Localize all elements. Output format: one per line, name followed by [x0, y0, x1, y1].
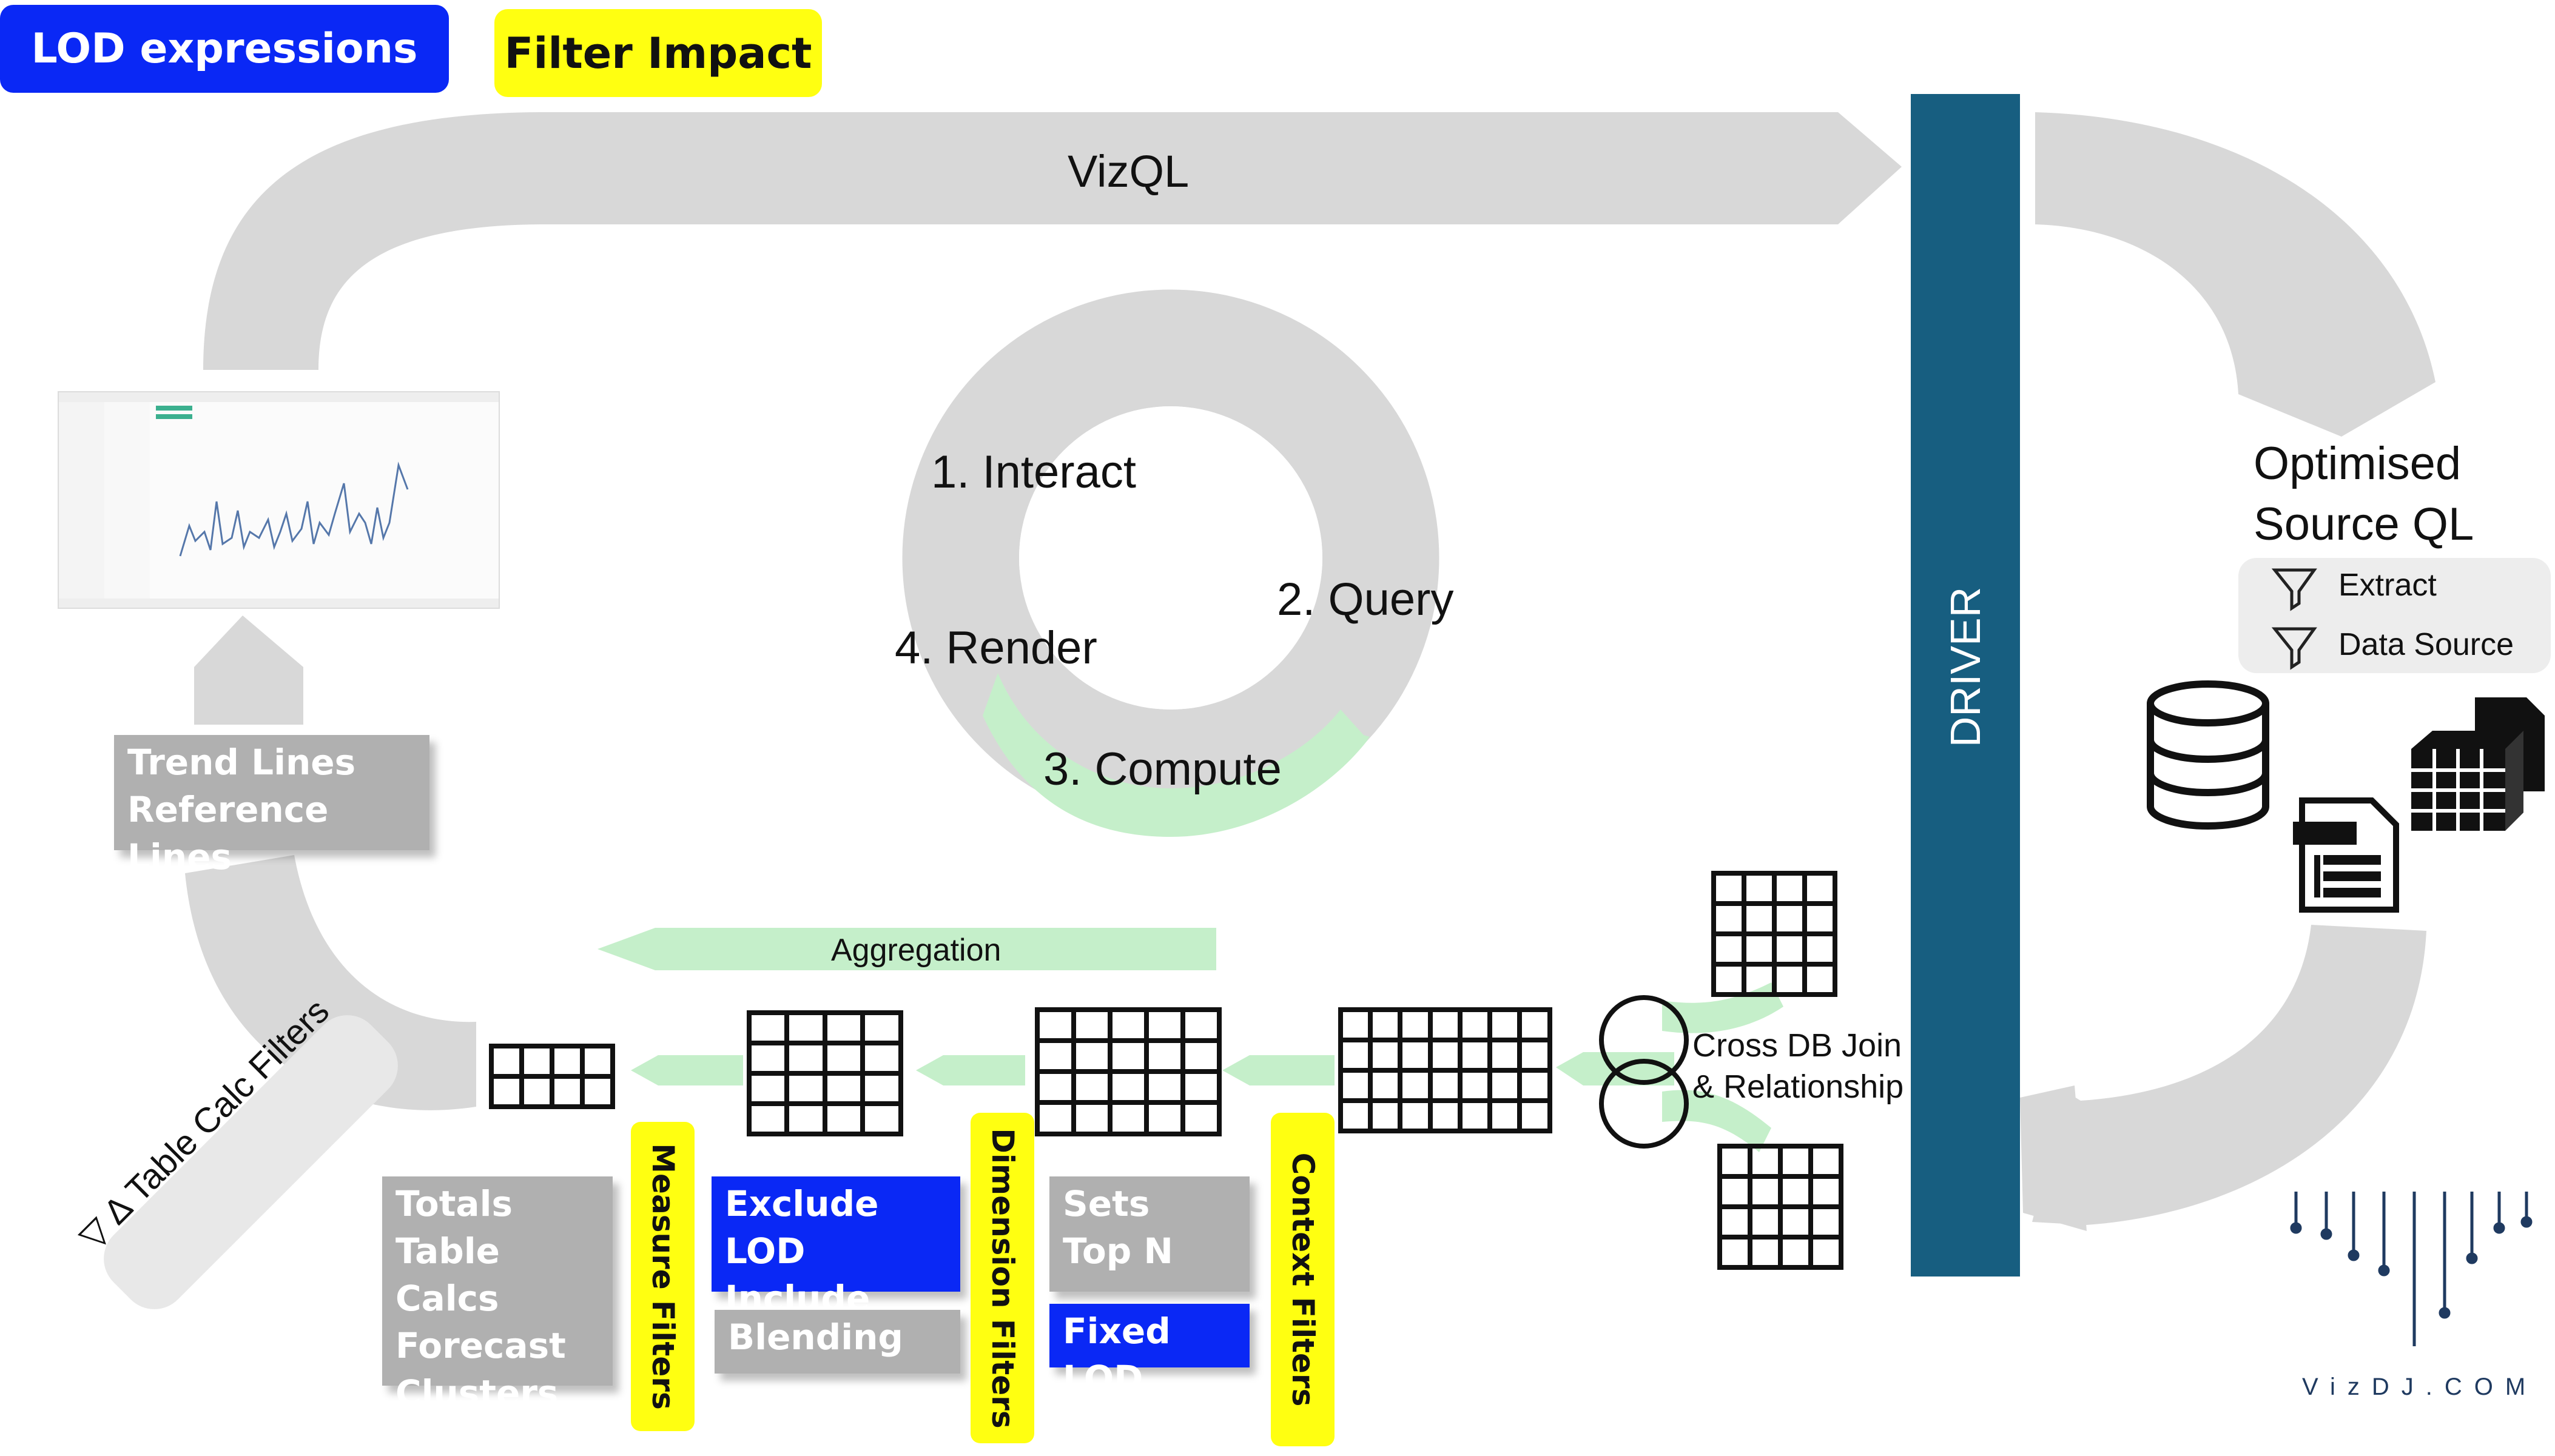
- brand-text: VizDJ.COM: [2302, 1374, 2538, 1400]
- aggregation-label: Aggregation: [831, 933, 1001, 968]
- brand-logo: [2290, 1192, 2533, 1346]
- cycle-interact-label: 1. Interact: [931, 446, 1136, 498]
- dimension-filters-bar: Dimension Filters: [971, 1113, 1034, 1443]
- source-options-pill: [2238, 558, 2551, 673]
- cross-db-line-1: Cross DB Join: [1692, 1027, 1902, 1064]
- vizql-arrow: [203, 112, 1902, 370]
- extract-cube-icon: [2411, 697, 2545, 831]
- measure-filters-label: Measure Filters: [645, 1143, 681, 1410]
- lod-expressions-label: LOD expressions: [31, 25, 418, 73]
- optimised-line-2: Source QL: [2254, 498, 2474, 550]
- database-icon: [2147, 680, 2269, 830]
- tables: [489, 871, 1843, 1270]
- totals-box: Totals Table Calcs Forecast Clusters: [382, 1176, 613, 1414]
- lod-expressions-button[interactable]: LOD expressions: [0, 5, 449, 93]
- sets-topn-box: Sets Top N: [1049, 1176, 1250, 1292]
- cross-db-line-2: & Relationship: [1692, 1069, 1904, 1105]
- driver-bar: [1911, 94, 2020, 1277]
- driver-label: DRIVER: [1942, 586, 1989, 748]
- driver-to-source-arrow: [2035, 112, 2435, 437]
- left-return-arc: [185, 855, 476, 1110]
- clusters-label: Clusters: [396, 1372, 559, 1414]
- totals-label: Totals: [396, 1183, 513, 1224]
- top-n-label: Top N: [1063, 1230, 1173, 1272]
- green-arrow-2: [916, 1055, 1025, 1085]
- vizql-label: VizQL: [1068, 146, 1190, 196]
- data-source-label: Data Source: [2338, 627, 2514, 662]
- table-calc-filter-pill: [104, 1015, 398, 1309]
- cross-db-join-label: Cross DB Join & Relationship: [1692, 1025, 1904, 1107]
- table-calcs-label: Table Calcs: [396, 1230, 500, 1319]
- exclude-include-lod-box: Exclude LOD Include LOD: [712, 1176, 960, 1366]
- fixed-lod-label: Fixed LOD: [1063, 1310, 1171, 1399]
- trend-lines-label: Trend Lines: [127, 742, 356, 783]
- filter-impact-label: Filter Impact: [504, 28, 812, 78]
- blending-label: Blending: [728, 1317, 903, 1358]
- green-arrow-1: [631, 1055, 743, 1085]
- cycle-render-label: 4. Render: [895, 622, 1097, 674]
- exclude-lod-label: Exclude LOD: [725, 1183, 879, 1272]
- dimension-filters-label: Dimension Filters: [985, 1127, 1020, 1429]
- blending-box: Blending: [715, 1310, 960, 1374]
- up-arrow: [194, 616, 303, 725]
- funnel-icons: [2271, 568, 2317, 670]
- sets-label: Sets: [1063, 1183, 1150, 1224]
- forecast-label: Forecast: [396, 1325, 566, 1366]
- green-arrow-3: [1222, 1055, 1335, 1085]
- measure-filters-bar: Measure Filters: [631, 1122, 695, 1431]
- cycle-compute-label: 3. Compute: [1043, 743, 1282, 795]
- optimised-line-1: Optimised: [2254, 438, 2462, 489]
- reference-lines-label: Reference Lines: [127, 789, 329, 877]
- extract-label: Extract: [2338, 568, 2437, 603]
- context-filters-label: Context Filters: [1285, 1152, 1321, 1407]
- join-icon: [1599, 995, 1689, 1149]
- sheet-icon: [2293, 797, 2399, 913]
- fixed-lod-box: Fixed LOD: [1049, 1304, 1250, 1399]
- dashboard-thumbnail: [58, 391, 500, 609]
- filter-impact-button[interactable]: Filter Impact: [494, 9, 822, 97]
- cycle-query-label: 2. Query: [1277, 574, 1454, 625]
- optimised-source-label: Optimised Source QL: [2254, 434, 2474, 555]
- trend-reference-box: Trend Lines Reference Lines: [114, 735, 429, 877]
- context-filters-bar: Context Filters: [1271, 1113, 1335, 1446]
- source-to-driver-arrow: [2032, 925, 2426, 1225]
- aggregation-arrow: [598, 928, 1216, 970]
